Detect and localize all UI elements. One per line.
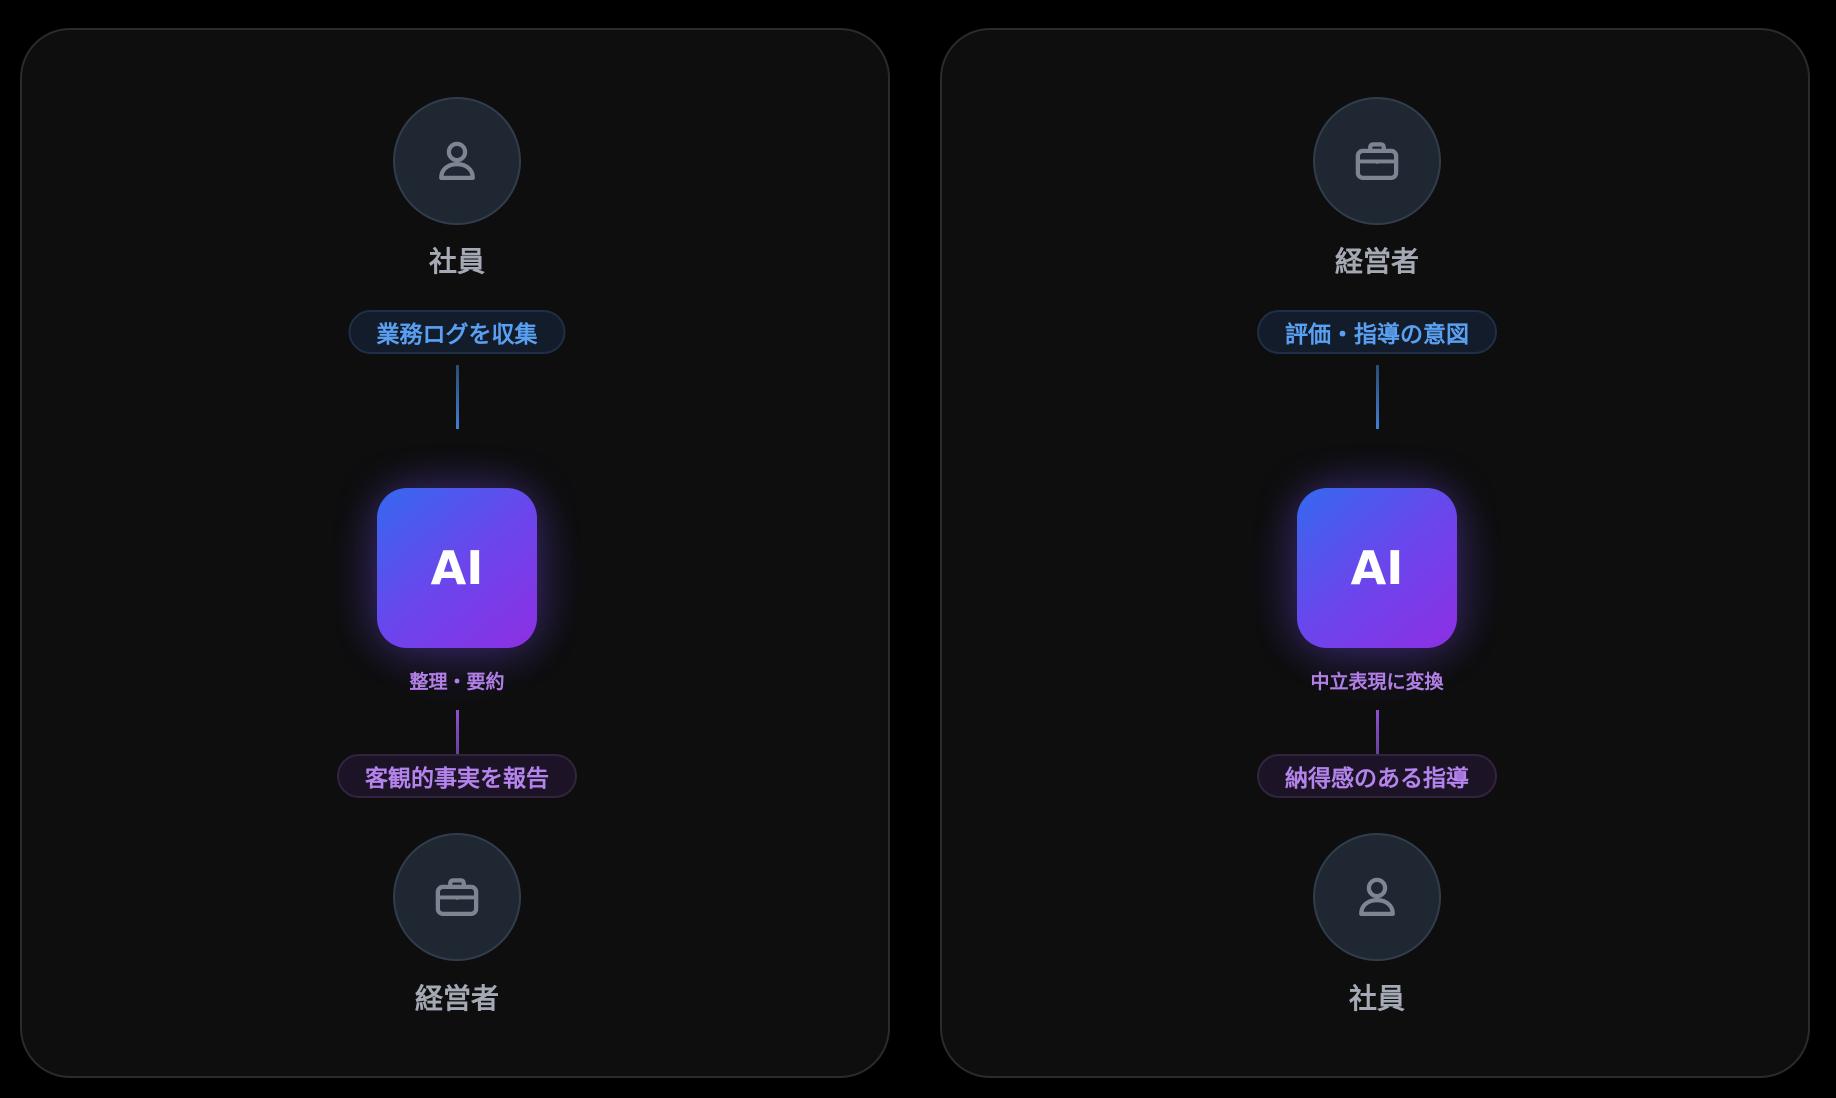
bottom-node-label: 社員 — [1348, 982, 1405, 1015]
connector-output — [455, 710, 459, 774]
ai-node: AI — [1297, 488, 1457, 648]
connector-input — [455, 365, 459, 429]
output-label-pill: 客観的事実を報告 — [337, 754, 577, 798]
panel-executive-to-employee: 経営者 評価・指導の意図 AI 中立表現に変換 納得感のある指導 社員 — [940, 28, 1810, 1078]
top-node-employee — [393, 97, 521, 225]
top-node-label: 社員 — [428, 245, 485, 278]
connector-output — [1375, 710, 1379, 774]
ai-caption: 整理・要約 — [409, 671, 505, 693]
person-icon — [1359, 877, 1395, 917]
input-label-pill: 業務ログを収集 — [348, 310, 566, 354]
person-icon — [439, 141, 475, 181]
panel-employee-to-executive: 社員 業務ログを収集 AI 整理・要約 客観的事実を報告 経営者 — [20, 28, 890, 1078]
top-node-label: 経営者 — [1334, 245, 1419, 278]
briefcase-icon — [1355, 142, 1399, 181]
connector-input — [1375, 365, 1379, 429]
ai-caption: 中立表現に変換 — [1310, 671, 1444, 693]
ai-node: AI — [377, 488, 537, 648]
bottom-node-executive — [393, 833, 521, 961]
output-label-pill: 納得感のある指導 — [1257, 754, 1497, 798]
bottom-node-label: 経営者 — [414, 982, 499, 1015]
briefcase-icon — [435, 878, 479, 917]
input-label-pill: 評価・指導の意図 — [1257, 310, 1497, 354]
bottom-node-employee — [1313, 833, 1441, 961]
top-node-executive — [1313, 97, 1441, 225]
